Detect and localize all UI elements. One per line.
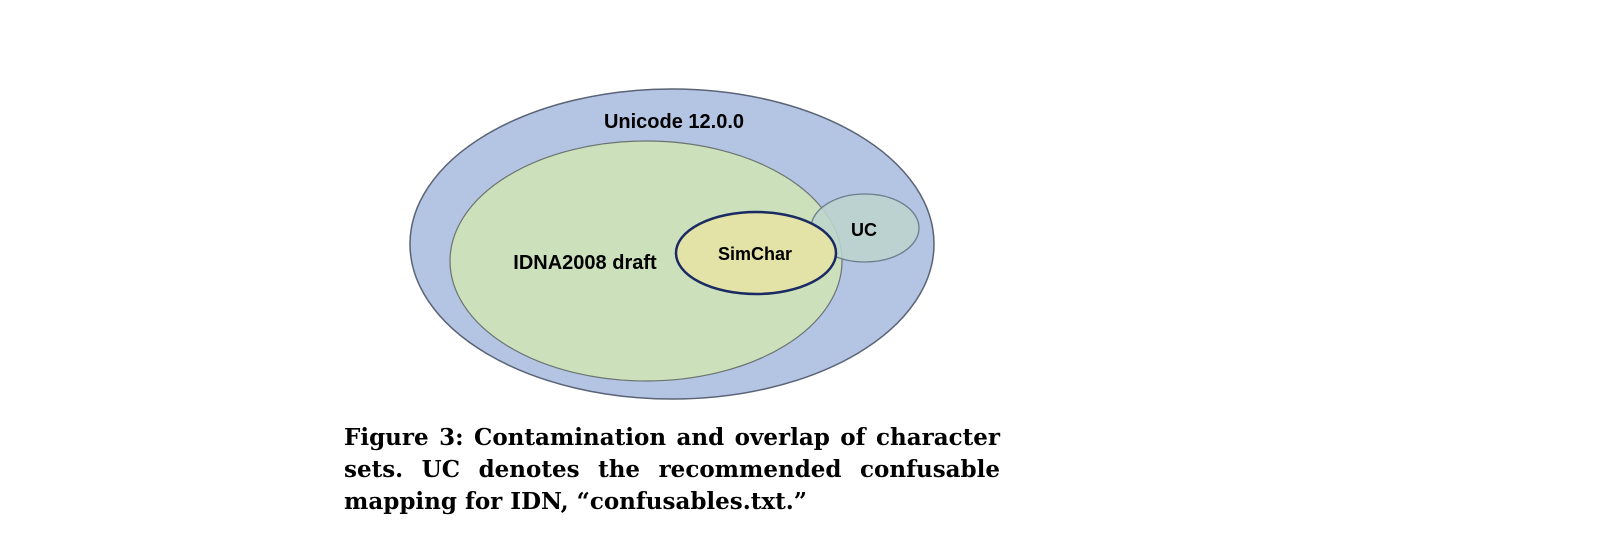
simchar-set-ellipse bbox=[674, 210, 838, 296]
figure-caption: Figure 3: Contamination and overlap of c… bbox=[344, 424, 1000, 515]
uc-set-label: UC bbox=[851, 220, 877, 240]
idna-set-label: IDNA2008 draft bbox=[513, 252, 657, 274]
unicode-set-label: Unicode 12.0.0 bbox=[604, 111, 744, 133]
simchar-set-label: SimChar bbox=[718, 244, 792, 264]
idna-set-ellipse bbox=[449, 140, 843, 382]
